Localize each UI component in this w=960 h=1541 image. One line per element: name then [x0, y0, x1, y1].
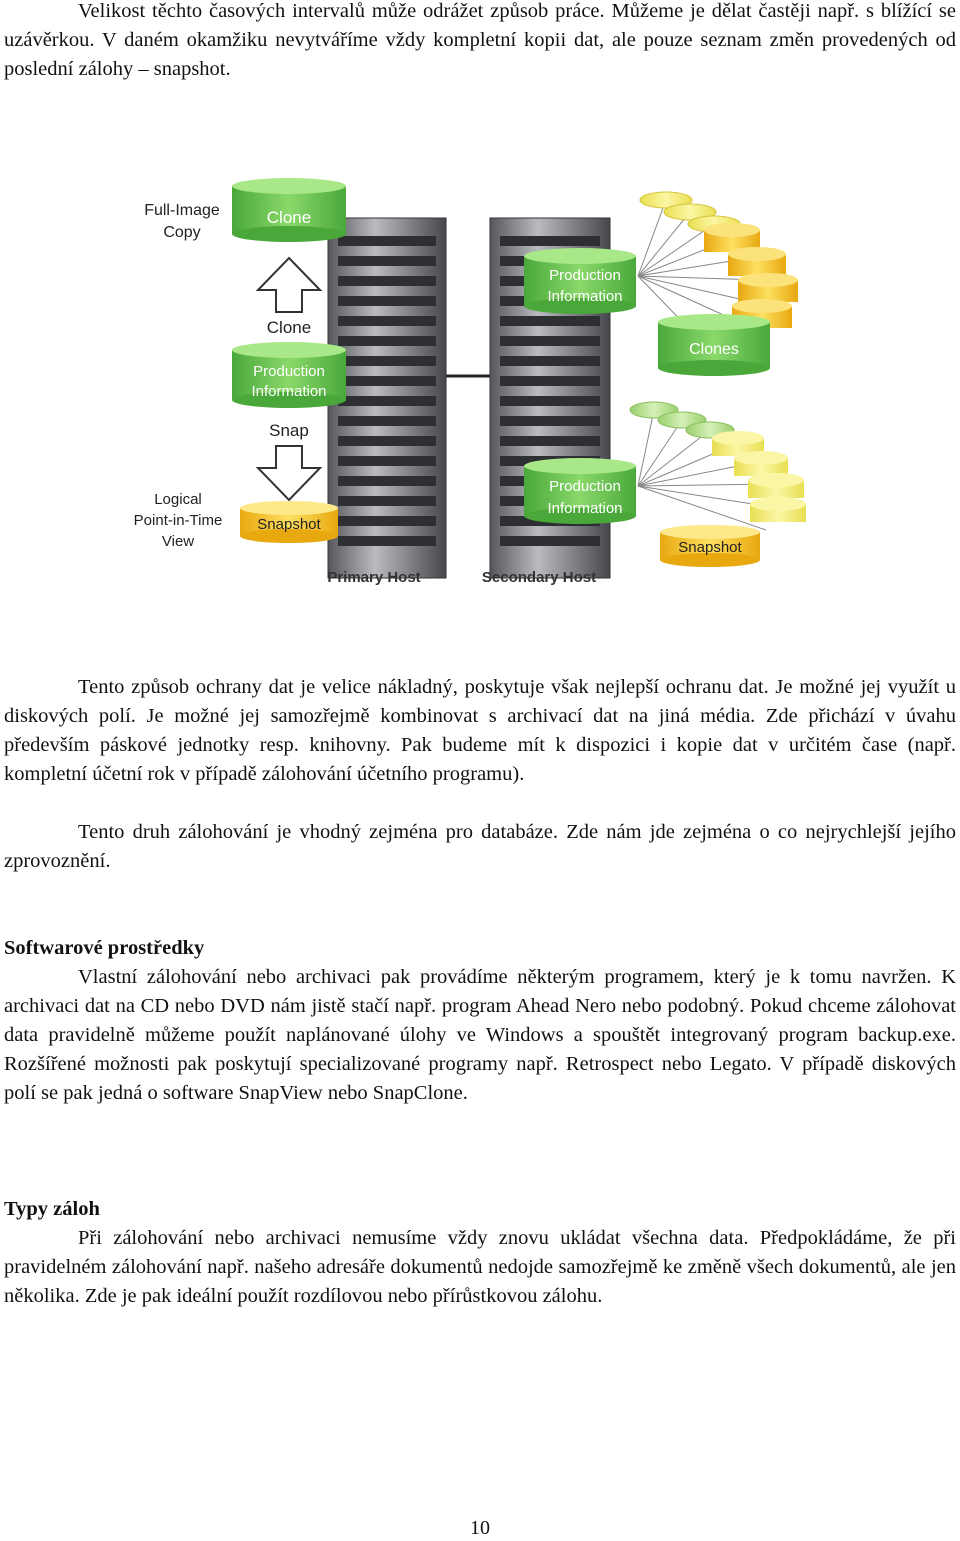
snapshot-clone-diagram: Clone Full-Image Copy Clone Production I… — [98, 108, 862, 643]
clones-cylinder: Clones — [658, 314, 770, 376]
production-cylinder-right-bottom: Production Information — [524, 458, 636, 524]
svg-text:Production: Production — [253, 363, 325, 380]
paragraph-databases: Tento druh zálohování je vhodný zejména … — [4, 821, 956, 872]
svg-text:Information: Information — [251, 383, 326, 400]
paragraph-cost: Tento způsob ochrany dat je velice nákla… — [4, 676, 956, 785]
svg-text:Snapshot: Snapshot — [678, 539, 742, 556]
snap-arrow-icon — [255, 445, 323, 502]
snapshot-cylinder-right: Snapshot — [660, 525, 760, 567]
production-cylinder-right-top: Production Information — [524, 248, 636, 314]
production-cylinder-left: Production Information — [232, 342, 346, 408]
snap-arrow-label: Snap — [269, 421, 309, 440]
secondary-host-label: Secondary Host — [482, 569, 596, 586]
clone-arrow-icon — [255, 256, 323, 313]
logical-label-3: View — [162, 533, 194, 550]
logical-label-2: Point-in-Time — [134, 512, 223, 529]
logical-label-1: Logical — [154, 491, 202, 508]
clones-label: Clones — [689, 341, 739, 358]
primary-host-rack — [327, 217, 447, 579]
clone-cylinder: Clone — [232, 178, 346, 242]
full-image-copy-label-1: Full-Image — [144, 202, 220, 219]
snapshots-stack-light — [629, 401, 806, 522]
full-image-copy-label-2: Copy — [163, 224, 200, 241]
heading-backup-types: Typy záloh — [4, 1198, 100, 1220]
paragraph-intro: Velikost těchto časových intervalů může … — [4, 0, 956, 80]
clone-arrow-label: Clone — [267, 318, 311, 337]
svg-text:Information: Information — [547, 500, 622, 517]
snapshot-cylinder-left: Snapshot — [240, 501, 338, 543]
paragraph-backup-types: Při zálohování nebo archivaci nemusíme v… — [4, 1227, 956, 1307]
svg-text:Information: Information — [547, 288, 622, 305]
clone-label: Clone — [267, 208, 311, 227]
svg-text:Snapshot: Snapshot — [257, 516, 321, 533]
page-number: 10 — [470, 1517, 490, 1539]
svg-text:Production: Production — [549, 478, 621, 495]
paragraph-software: Vlastní zálohování nebo archivaci pak pr… — [4, 966, 956, 1104]
heading-software: Softwarové prostředky — [4, 937, 205, 959]
clones-stack-light — [639, 191, 798, 328]
svg-text:Production: Production — [549, 267, 621, 284]
primary-host-label: Primary Host — [327, 569, 420, 586]
